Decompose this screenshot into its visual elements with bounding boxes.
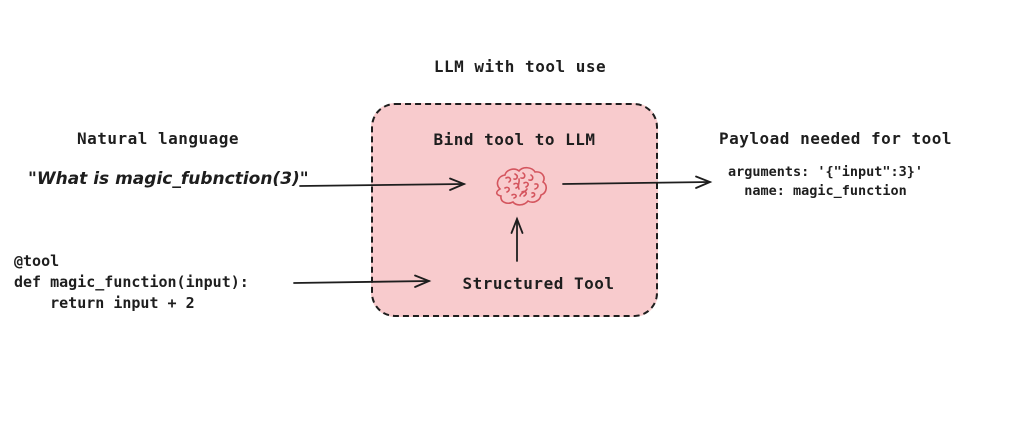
structured-tool-label: Structured Tool bbox=[462, 274, 615, 293]
bind-tool-heading: Bind tool to LLM bbox=[433, 130, 596, 149]
natural-language-quote: "What is magic_fubnction(3)" bbox=[28, 169, 309, 189]
payload-text: arguments: '{"input":3}' name: magic_fun… bbox=[728, 164, 924, 199]
payload-heading: Payload needed for tool bbox=[719, 129, 953, 148]
diagram-title: LLM with tool use bbox=[433, 57, 607, 76]
natural-language-heading: Natural language bbox=[76, 129, 240, 148]
bind-tool-box: Bind tool to LLM bbox=[371, 103, 658, 317]
brain-doodle-icon bbox=[491, 165, 549, 211]
tool-code-block: @tool def magic_function(input): return … bbox=[14, 252, 249, 312]
